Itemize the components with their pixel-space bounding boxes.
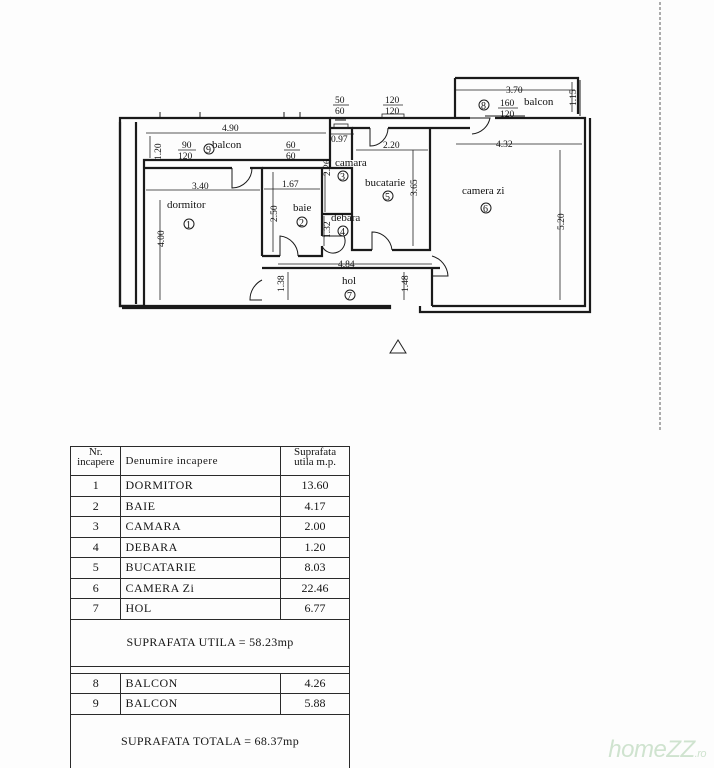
room-number-3: 3 <box>337 170 349 183</box>
dim-4-90: 4.90 <box>222 124 239 134</box>
svg-text:8: 8 <box>481 101 486 112</box>
header-area: Suprafata utila m.p. <box>280 446 350 476</box>
dim-2-50: 2.50 <box>270 205 280 222</box>
window-label-1: 90 120 <box>178 141 196 162</box>
svg-text:6: 6 <box>483 204 488 215</box>
dim-3-40: 3.40 <box>192 182 209 192</box>
dim-2-20: 2.20 <box>383 141 400 151</box>
svg-text:120: 120 <box>178 152 193 162</box>
room-number-2: 2 <box>296 216 308 229</box>
dim-3-70: 3.70 <box>506 86 523 96</box>
svg-text:5: 5 <box>385 192 390 203</box>
dim-1-32: 1.32 <box>323 221 333 238</box>
suprafata-totala-row: SUPRAFATA TOTALA = 68.37mp <box>70 713 350 768</box>
svg-text:120: 120 <box>385 96 400 106</box>
window-label-3: 50 60 <box>333 96 349 117</box>
room-number-4: 4 <box>337 225 349 238</box>
outer-walls <box>118 76 592 314</box>
table-row: 9 BALCON 5.88 <box>69 693 350 715</box>
table-header-row: Nr. incapere Denumire incapere Suprafata… <box>69 446 350 476</box>
svg-text:4: 4 <box>340 227 345 238</box>
dim-1-48: 1.48 <box>401 275 411 292</box>
table-row: 6 CAMERA Zi 22.46 <box>69 577 350 599</box>
room-number-8: 8 <box>478 99 490 112</box>
dim-4-32: 4.32 <box>496 140 513 150</box>
room-label-dormitor: dormitor <box>167 199 206 211</box>
table-row: 3 CAMARA 2.00 <box>69 516 350 538</box>
svg-text:50: 50 <box>335 96 345 106</box>
room-number-9: 9 <box>203 143 215 156</box>
logo-suffix: .ro <box>694 748 707 760</box>
dimension-lines <box>146 82 582 300</box>
dim-1-20: 1.20 <box>154 143 164 160</box>
svg-text:1: 1 <box>186 220 191 231</box>
room-label-hol: hol <box>342 275 356 287</box>
svg-text:160: 160 <box>500 99 515 109</box>
dim-1-38: 1.38 <box>277 275 287 292</box>
table-gap-row <box>70 665 350 674</box>
window-label-5: 160 120 <box>498 99 518 120</box>
svg-text:60: 60 <box>286 141 296 151</box>
room-number-7: 7 <box>344 289 356 302</box>
svg-text:9: 9 <box>206 145 211 156</box>
dim-4-84: 4.84 <box>338 260 355 270</box>
table-row: 1 DORMITOR 13.60 <box>69 475 350 497</box>
dim-0-97: 0.97 <box>331 135 348 145</box>
svg-text:2: 2 <box>299 218 304 229</box>
header-nr: Nr. incapere <box>69 446 122 476</box>
svg-text:120: 120 <box>500 110 515 120</box>
dim-1-15: 1.15 <box>569 89 579 106</box>
table-row: 7 HOL 6.77 <box>69 598 350 620</box>
dim-4-00: 4.00 <box>157 230 167 247</box>
suprafata-utila-row: SUPRAFATA UTILA = 58.23mp <box>70 618 350 667</box>
room-label-balcon-right: balcon <box>524 96 554 108</box>
room-label-camera-zi: camera zi <box>462 185 504 197</box>
svg-text:120: 120 <box>385 107 400 117</box>
logo-text: homeZZ <box>608 736 695 763</box>
floor-plan-drawing: 4.90 0.97 2.20 4.32 3.70 3.40 1.67 4.84 … <box>118 2 661 430</box>
room-number-5: 5 <box>382 190 394 203</box>
dim-3-65: 3.65 <box>410 179 420 196</box>
room-label-debara: debara <box>331 212 360 224</box>
interior-walls <box>144 126 470 306</box>
dim-5-20: 5.20 <box>557 213 567 230</box>
window-label-4: 120 120 <box>383 96 403 117</box>
window-marks <box>159 112 525 129</box>
room-label-baie: baie <box>293 202 311 214</box>
suprafata-utila: SUPRAFATA UTILA = 58.23mp <box>70 618 350 667</box>
room-number-6: 6 <box>480 202 492 215</box>
room-label-bucatarie: bucatarie <box>365 177 405 189</box>
table-row: 8 BALCON 4.26 <box>69 672 350 694</box>
north-arrow-icon <box>389 339 407 354</box>
window-label-2: 60 60 <box>284 141 300 162</box>
suprafata-totala: SUPRAFATA TOTALA = 68.37mp <box>70 713 350 768</box>
area-table: Nr. incapere Denumire incapere Suprafata… <box>69 446 350 768</box>
room-label-balcon-left: balcon <box>212 139 242 151</box>
dim-2-26: 2.26 <box>323 159 333 176</box>
header-name: Denumire incapere <box>120 446 282 476</box>
svg-text:7: 7 <box>347 291 352 302</box>
svg-text:3: 3 <box>340 172 345 183</box>
svg-text:60: 60 <box>335 107 345 117</box>
room-number-1: 1 <box>183 218 195 231</box>
dim-1-67: 1.67 <box>282 180 299 190</box>
table-row: 2 BAIE 4.17 <box>69 495 350 517</box>
homezz-logo: homeZZ.ro <box>608 736 706 764</box>
door-swings <box>231 117 491 301</box>
room-label-camara: camara <box>335 157 367 169</box>
svg-text:60: 60 <box>286 152 296 162</box>
svg-text:90: 90 <box>182 141 192 151</box>
table-row: 4 DEBARA 1.20 <box>69 536 350 558</box>
table-row: 5 BUCATARIE 8.03 <box>69 557 350 579</box>
